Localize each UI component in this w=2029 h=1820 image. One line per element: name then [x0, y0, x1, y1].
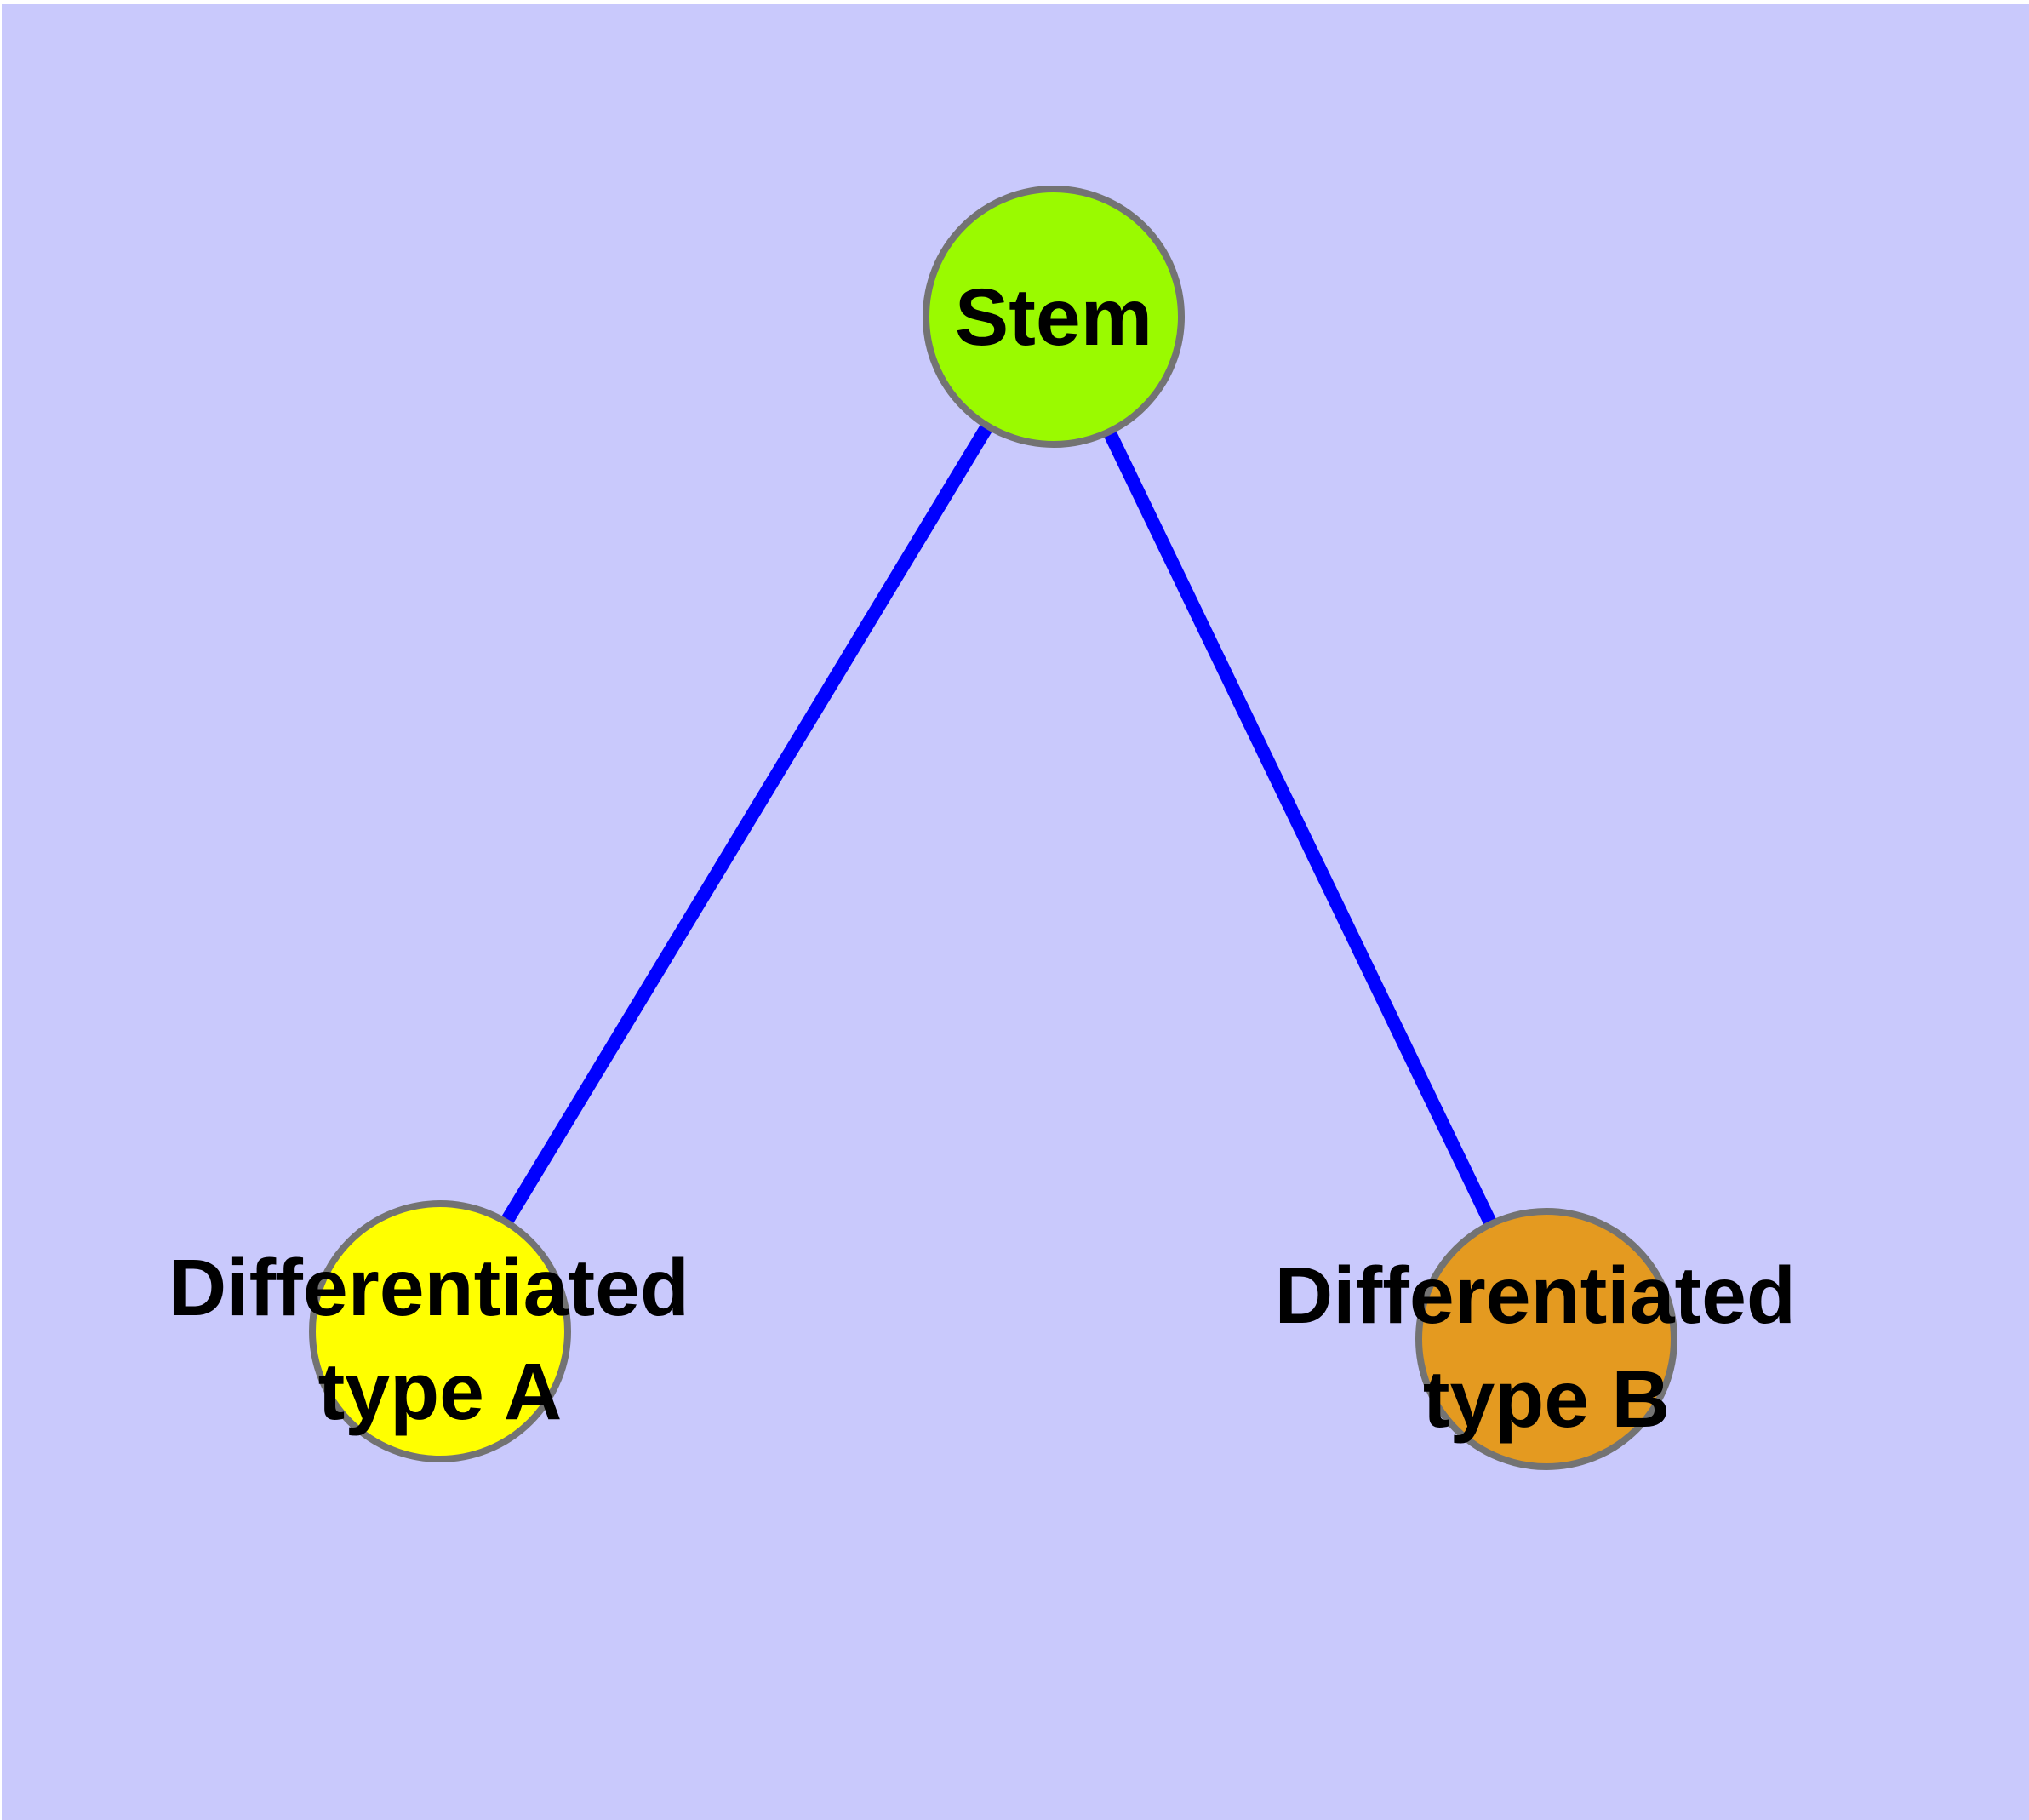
node-differentiated-type-b-label-line-1: Differentiated [1275, 1251, 1796, 1341]
node-differentiated-type-a-label: Differentiated type A [169, 1243, 712, 1437]
node-stem-circle[interactable] [923, 186, 1185, 448]
node-differentiated-type-b-label: Differentiated type B [1275, 1251, 1819, 1445]
edge-stem-to-type-a [434, 312, 1060, 1336]
node-differentiated-type-a[interactable] [309, 1200, 571, 1462]
node-differentiated-type-a-circle[interactable] [309, 1200, 571, 1462]
node-differentiated-type-a-label-line-2: type A [318, 1347, 563, 1437]
edge-stem-to-type-b [1047, 313, 1553, 1342]
node-differentiated-type-b[interactable] [1415, 1208, 1677, 1470]
node-differentiated-type-a-label-line-1: Differentiated [169, 1243, 689, 1333]
node-stem-label-line: Stem [955, 272, 1152, 363]
node-differentiated-type-b-label-line-2: type B [1423, 1354, 1670, 1445]
node-stem-label: Stem [955, 272, 1152, 363]
node-stem[interactable] [923, 186, 1185, 448]
node-differentiated-type-b-circle[interactable] [1415, 1208, 1677, 1470]
